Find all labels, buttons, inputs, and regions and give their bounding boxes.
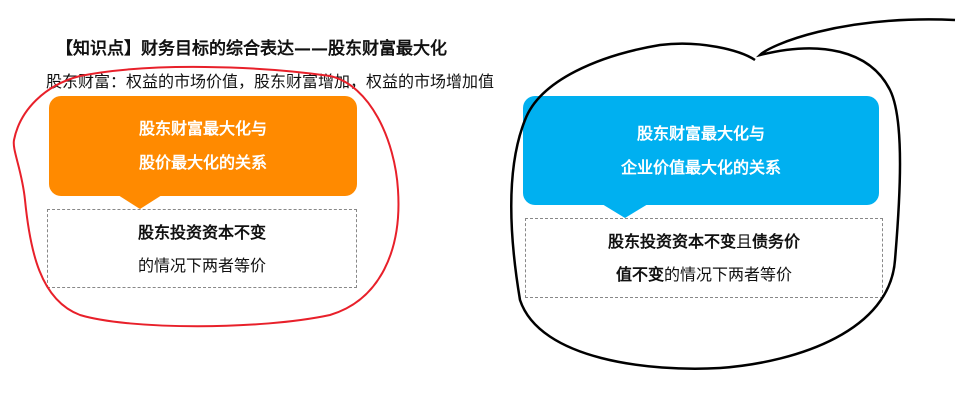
right-card-pointer bbox=[602, 204, 648, 218]
left-card-body-bold: 股东投资资本不变 bbox=[137, 222, 266, 242]
right-card-header: 股东财富最大化与 企业价值最大化的关系 bbox=[523, 96, 879, 205]
left-card-body-normal: 的情况下两者等价 bbox=[137, 255, 266, 275]
left-card-header: 股东财富最大化与 股价最大化的关系 bbox=[49, 96, 357, 196]
definition-text: 股东财富：权益的市场价值，股东财富增加，权益的市场增加值 bbox=[46, 72, 495, 91]
left-card-title-line2: 股价最大化的关系 bbox=[138, 153, 267, 172]
right-card-body-normal1: 且 bbox=[735, 232, 752, 251]
right-card-title-line1: 股东财富最大化与 bbox=[636, 123, 765, 143]
left-card-pointer bbox=[118, 195, 162, 209]
right-card-body: 股东投资资本不变且债务价 值不变的情况下两者等价 bbox=[525, 218, 883, 298]
right-card-body-bold2: 债务价 bbox=[752, 232, 801, 251]
left-card-title-line1: 股东财富最大化与 bbox=[138, 119, 267, 138]
right-card-title-line2: 企业价值最大化的关系 bbox=[620, 157, 781, 177]
right-card-body-bold3: 值不变 bbox=[615, 265, 664, 284]
page-title: 【知识点】财务目标的综合表达——股东财富最大化 bbox=[56, 39, 447, 59]
right-card-body-bold1: 股东投资资本不变 bbox=[607, 232, 736, 251]
right-card-body-normal2: 的情况下两者等价 bbox=[664, 265, 793, 284]
left-card-body: 股东投资资本不变 的情况下两者等价 bbox=[47, 209, 357, 288]
